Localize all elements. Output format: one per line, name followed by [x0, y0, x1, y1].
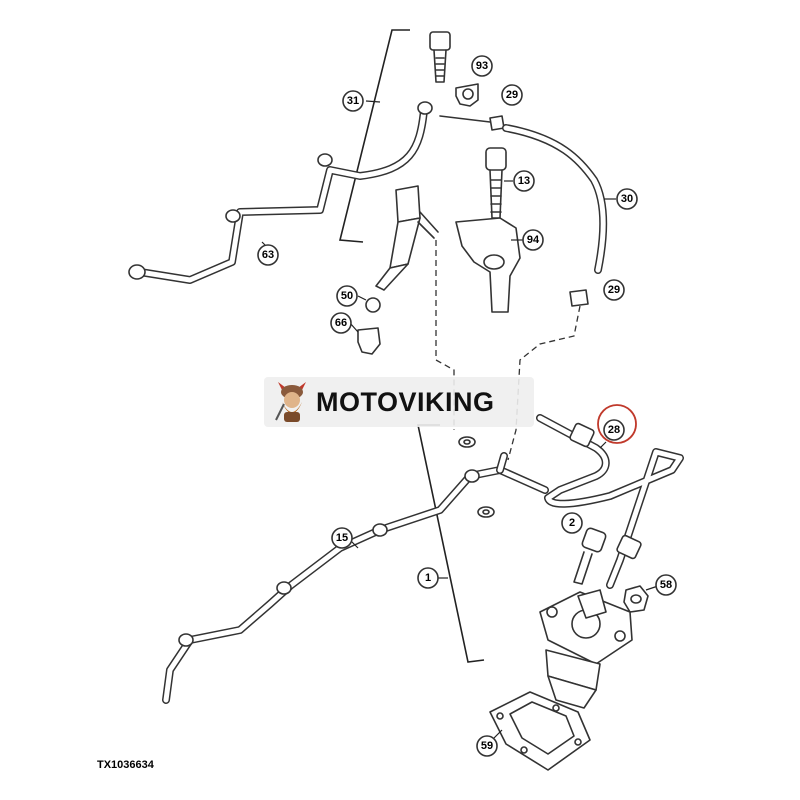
- bolt-2: [573, 527, 607, 585]
- callout-66: 66: [330, 312, 352, 334]
- svg-text:2: 2: [569, 517, 575, 529]
- svg-text:93: 93: [476, 60, 488, 72]
- svg-text:13: 13: [518, 175, 530, 187]
- callout-1: 1: [417, 567, 439, 589]
- callout-30: 30: [616, 188, 638, 210]
- callout-29-lower: 29: [603, 279, 625, 301]
- watermark-text: MOTOVIKING: [316, 386, 495, 417]
- callout-59: 59: [476, 735, 498, 757]
- dashed-leader-right: [507, 305, 581, 461]
- viking-logo-icon: [275, 382, 306, 422]
- nut-58: [623, 585, 649, 613]
- injection-pump: [539, 589, 633, 709]
- svg-text:29: 29: [608, 284, 620, 296]
- svg-text:1: 1: [425, 572, 431, 584]
- callout-50: 50: [336, 285, 358, 307]
- callout-15: 15: [331, 527, 353, 549]
- svg-text:63: 63: [262, 249, 274, 261]
- injector: [375, 185, 439, 291]
- svg-text:66: 66: [335, 317, 347, 329]
- top-bolt: [429, 31, 451, 83]
- svg-text:29: 29: [506, 89, 518, 101]
- callout-28-highlight-ring: [597, 404, 637, 444]
- callout-29-upper: 29: [501, 84, 523, 106]
- watermark-banner: MOTOVIKING: [264, 377, 534, 427]
- callout-58: 58: [655, 574, 677, 596]
- bracket-1: [417, 424, 485, 663]
- callout-31: 31: [342, 90, 364, 112]
- svg-text:15: 15: [336, 532, 348, 544]
- callout-94: 94: [522, 229, 544, 251]
- callout-93: 93: [471, 55, 493, 77]
- callout-13: 13: [513, 170, 535, 192]
- clamp-part: [455, 83, 479, 107]
- bracket-31: [338, 29, 410, 243]
- svg-text:94: 94: [527, 234, 540, 246]
- svg-text:50: 50: [341, 290, 353, 302]
- svg-text:28: 28: [608, 424, 620, 436]
- hold-down-clamp: [455, 217, 521, 313]
- callout-2: 2: [561, 512, 583, 534]
- figure-code: TX1036634: [97, 759, 154, 771]
- gasket-59: [489, 691, 591, 771]
- svg-text:30: 30: [621, 193, 633, 205]
- svg-text:59: 59: [481, 740, 493, 752]
- svg-text:58: 58: [660, 579, 672, 591]
- callout-63: 63: [257, 244, 279, 266]
- callout-28: 28: [597, 404, 637, 444]
- bolt-13: [485, 147, 507, 219]
- svg-text:31: 31: [347, 95, 359, 107]
